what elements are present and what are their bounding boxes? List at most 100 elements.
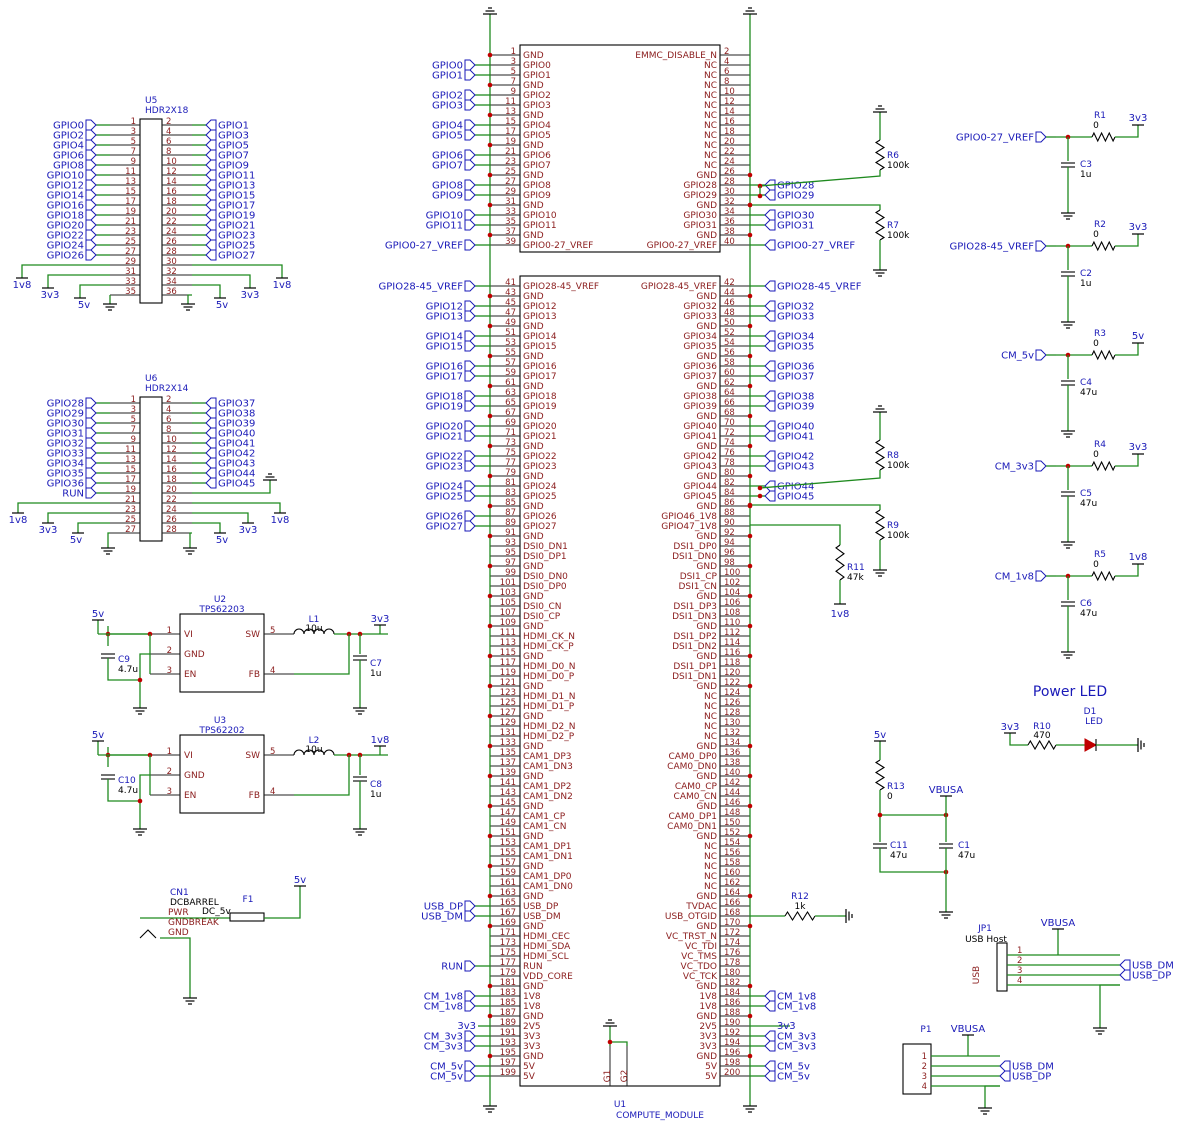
pin-name: GPIO0-27_VREF [647,241,717,251]
junction-dot [747,323,753,329]
net-label: GPIO34 [777,332,814,343]
pin-number: 39 [505,237,516,247]
wire [107,779,140,802]
capacitor-value: 47u [890,851,907,861]
pin-number: 161 [500,878,516,888]
pin-number: 10 [724,87,735,97]
pin-name: GND [523,51,544,61]
pin-number: 184 [724,988,740,998]
pin-number: 12 [166,167,177,177]
resistor [1091,240,1116,252]
pin-number: 94 [724,538,735,548]
pin-number: 80 [724,468,735,478]
pin-name: GND [523,982,544,992]
pin-name: GPIO47_1V8 [661,522,717,532]
net-label: GPIO0-27_VREF [385,241,463,252]
power-net-label: 5v [216,300,228,311]
net-label: GPIO28-45_VREF [378,282,463,293]
net-label: GPIO31 [777,221,814,232]
pin-name: GND [523,111,544,121]
pin-name: GPIO42 [683,452,717,462]
junction-dot [747,563,753,569]
u3-regulator-body [179,734,265,814]
wire [192,264,283,278]
pin-number: 1 [131,117,136,127]
pin-number: 154 [724,838,740,848]
pin-name: VC_TDI [685,942,717,952]
net-flag [464,179,476,191]
wire [107,658,140,681]
pin-name: NC [704,61,717,71]
pin-number: 187 [500,1008,516,1018]
junction-dot [747,1053,753,1059]
resistor-value: 100k [887,461,910,471]
junction-dot [487,413,493,419]
pin-name: GPIO17 [523,372,557,382]
pin-number: 96 [724,548,735,558]
net-flag [764,370,776,382]
net-label: GPIO41 [218,439,255,450]
capacitor-ref: C4 [1080,378,1092,388]
pin-number: 27 [505,177,516,187]
pin-number: 30 [724,187,735,197]
pin-number: 26 [166,515,177,525]
net-flag [764,430,776,442]
pin-name: NC [704,111,717,121]
pin-name: HDMI_D1_N [523,692,576,702]
junction-dot [747,683,753,689]
pin-name: GPIO6 [523,151,551,161]
pin-number: 60 [724,368,735,378]
power-led-title: Power LED [1033,684,1107,700]
pin-number: 106 [724,598,740,608]
net-label: GPIO44 [777,482,814,493]
power-net-label: VBUSA [951,1024,986,1035]
pin-number: 35 [125,287,136,297]
net-flag [764,300,776,312]
pin-number: 43 [505,288,516,298]
net-flag [205,249,217,261]
pin-number: 7 [131,147,136,157]
wire [750,504,881,510]
pin-name: GPIO0 [523,61,551,71]
net-label: USB_DP [1012,1072,1051,1083]
pin-number: 192 [724,1028,740,1038]
capacitor-value: 1u [1080,170,1091,180]
pin-number: 48 [724,308,735,318]
pin-name: DSI0_CP [523,612,561,622]
net-flag [464,390,476,402]
pin-number: 128 [724,708,740,718]
pin-number: 6 [724,67,729,77]
pin-number: 169 [500,918,516,928]
pin-number: 95 [505,548,516,558]
pin-name: VC_TRST_N [666,932,717,942]
pin-name: GPIO31 [683,221,717,231]
pin-number: 85 [505,498,516,508]
resistor [874,759,886,791]
pin-number: 176 [724,948,740,958]
net-label: GPIO39 [777,402,814,413]
pin-number: 12 [724,97,735,107]
inductor-ref: L1 [309,615,320,625]
pin-name: GPIO3 [523,101,551,111]
pin-number: 124 [724,688,740,698]
net-flag [205,397,217,409]
net-flag [1119,969,1131,981]
pin-number: 74 [724,438,735,448]
power-net-label: 3v3 [1001,722,1020,733]
net-label: GPIO14 [47,191,84,202]
pin-number: 101 [500,578,516,588]
junction-dot [487,863,493,869]
capacitor-ref: C10 [118,776,136,786]
net-label: GPIO40 [777,422,814,433]
net-label: GPIO10 [426,211,463,222]
pin-number: 168 [724,908,740,918]
net-flag [764,1070,776,1082]
pin-name: GND [523,802,544,812]
pin-number: 178 [724,958,740,968]
power-net-label: 5v [1132,331,1144,342]
pin-number: 121 [500,678,516,688]
power-net-label: 3v3 [1129,442,1148,453]
net-flag [85,179,97,191]
pin-number: 24 [166,227,177,237]
junction-dot [747,893,753,899]
